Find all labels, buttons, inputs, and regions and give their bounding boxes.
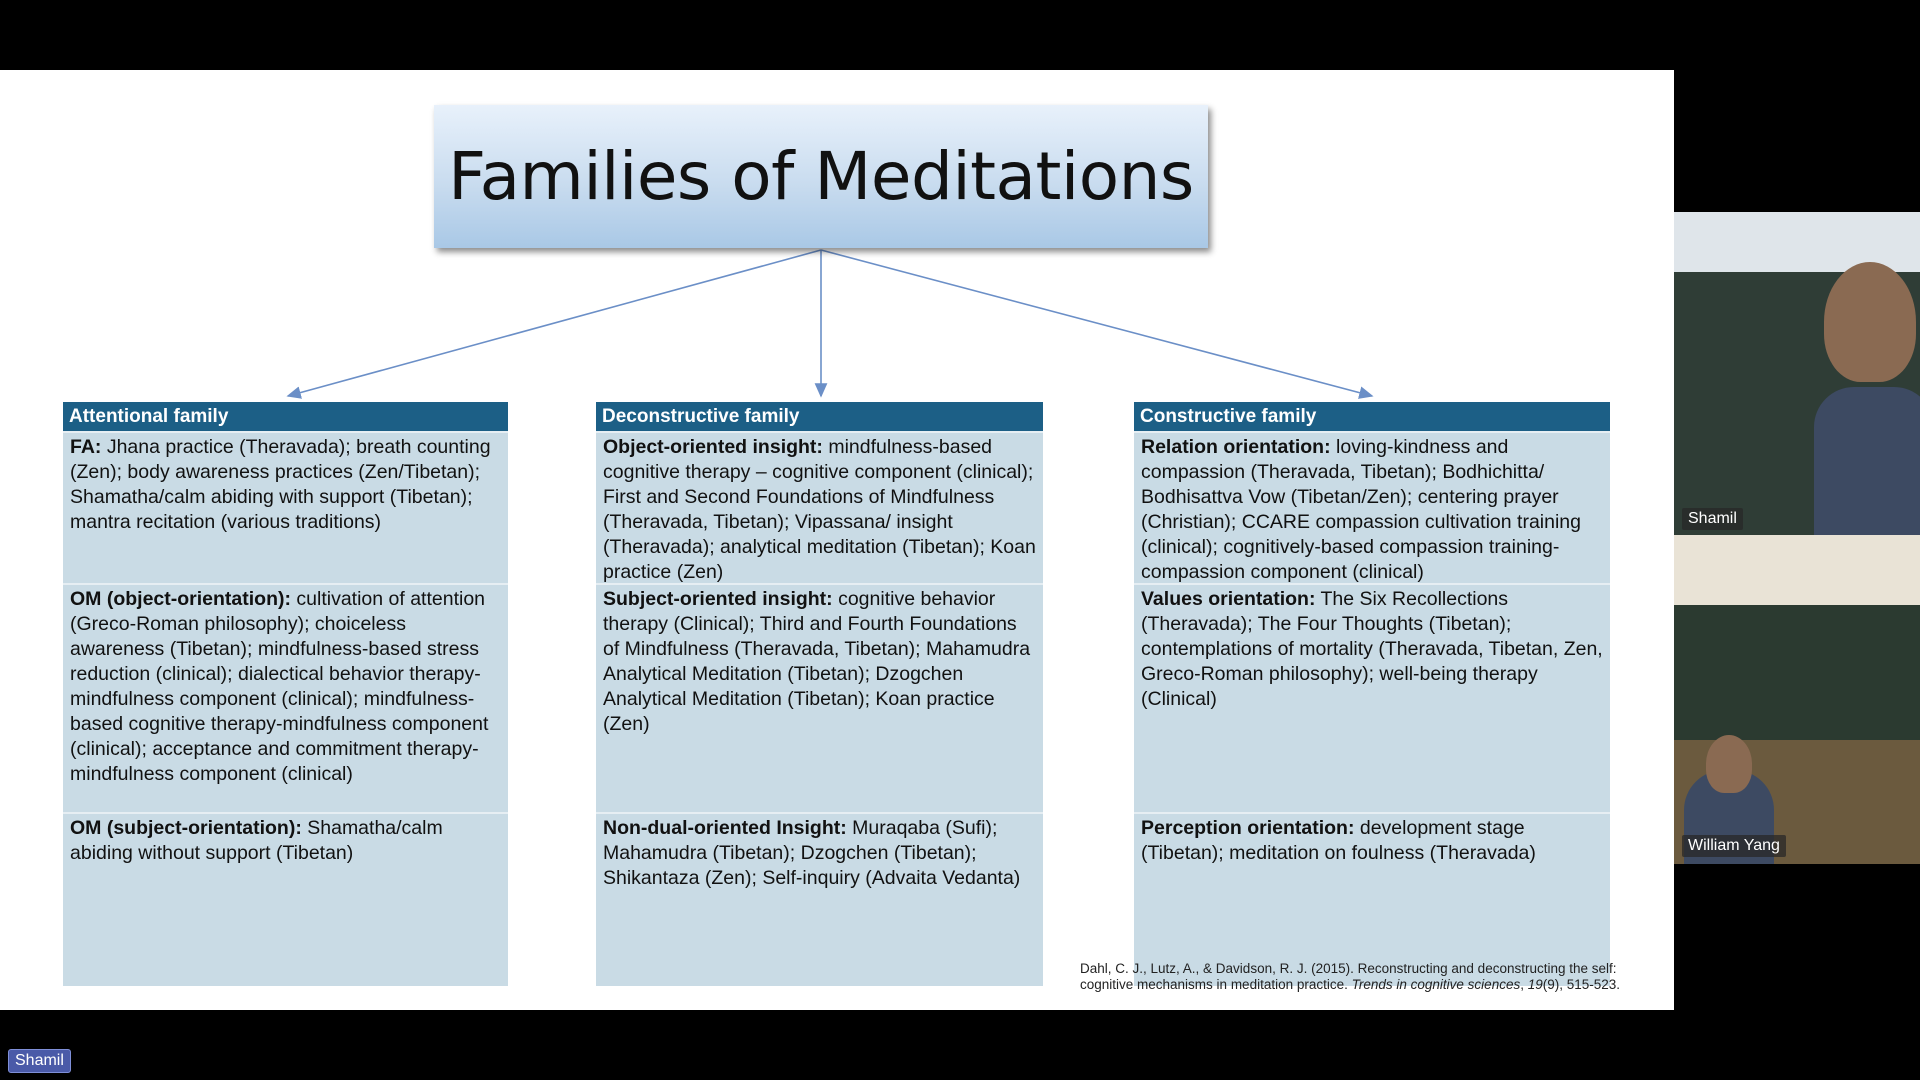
cell-text: mindfulness-based cognitive therapy – co…: [603, 436, 1036, 583]
cell-label: OM (subject-orientation):: [70, 817, 302, 839]
column-header: Constructive family: [1134, 402, 1610, 431]
family-cell: Relation orientation: loving-kindness an…: [1134, 431, 1610, 583]
family-cell: OM (subject-orientation): Shamatha/calm …: [63, 812, 508, 986]
participant-face: [1824, 262, 1916, 382]
citation-line-1: Dahl, C. J., Lutz, A., & Davidson, R. J.…: [1080, 961, 1617, 976]
arrow-left: [286, 249, 822, 399]
participant-name-tag: William Yang: [1682, 835, 1786, 857]
family-cell: OM (object-orientation): cultivation of …: [63, 583, 508, 812]
family-cell: Non-dual-oriented Insight: Muraqaba (Suf…: [596, 812, 1043, 986]
cell-label: Values orientation:: [1141, 588, 1316, 610]
cell-label: Object-oriented insight:: [603, 436, 823, 458]
connector-arrows: [286, 249, 1374, 399]
family-cell: Object-oriented insight: mindfulness-bas…: [596, 431, 1043, 583]
family-cell: Perception orientation: development stag…: [1134, 812, 1610, 986]
cell-label: Subject-oriented insight:: [603, 588, 833, 610]
video-tile-william-yang[interactable]: William Yang: [1674, 535, 1920, 864]
active-speaker-label: Shamil: [8, 1049, 71, 1073]
deconstructive-family-column: Deconstructive family Object-oriented in…: [596, 402, 1043, 986]
cell-text: cultivation of attention (Greco-Roman ph…: [70, 588, 489, 785]
slide-title: Families of Meditations: [448, 138, 1194, 215]
video-tile-shamil[interactable]: Shamil: [1674, 212, 1920, 535]
citation: Dahl, C. J., Lutz, A., & Davidson, R. J.…: [1080, 961, 1620, 993]
citation-line-2: cognitive mechanisms in meditation pract…: [1080, 977, 1621, 992]
arrow-right: [820, 249, 1374, 399]
cell-text: Muraqaba (Sufi); Mahamudra (Tibetan); Dz…: [603, 817, 1021, 889]
column-header: Deconstructive family: [596, 402, 1043, 431]
family-cell: Values orientation: The Six Recollection…: [1134, 583, 1610, 812]
cell-text: cognitive behavior therapy (Clinical); T…: [603, 588, 1031, 735]
attentional-family-column: Attentional family FA: Jhana practice (T…: [63, 402, 508, 986]
cell-label: FA:: [70, 436, 102, 458]
family-cell: Subject-oriented insight: cognitive beha…: [596, 583, 1043, 812]
cell-text: The Six Recollections (Theravada); The F…: [1141, 588, 1603, 710]
participant-name-tag: Shamil: [1682, 508, 1743, 530]
cell-label: OM (object-orientation):: [70, 588, 291, 610]
presentation-slide: Families of Meditations Attentional fami…: [0, 70, 1674, 1010]
cell-text: development stage (Tibetan); meditation …: [1141, 817, 1536, 864]
cell-text: loving-kindness and compassion (Theravad…: [1141, 436, 1581, 583]
cell-label: Relation orientation:: [1141, 436, 1331, 458]
participant-face: [1706, 735, 1752, 793]
cell-text: Jhana practice (Theravada); breath count…: [70, 436, 491, 533]
constructive-family-column: Constructive family Relation orientation…: [1134, 402, 1610, 986]
cell-text: Shamatha/calm abiding without support (T…: [70, 817, 443, 864]
family-cell: FA: Jhana practice (Theravada); breath c…: [63, 431, 508, 583]
slide-title-box: Families of Meditations: [434, 105, 1208, 248]
participant-figure: [1814, 387, 1920, 535]
column-header: Attentional family: [63, 402, 508, 431]
cell-label: Non-dual-oriented Insight:: [603, 817, 847, 839]
cell-label: Perception orientation:: [1141, 817, 1355, 839]
